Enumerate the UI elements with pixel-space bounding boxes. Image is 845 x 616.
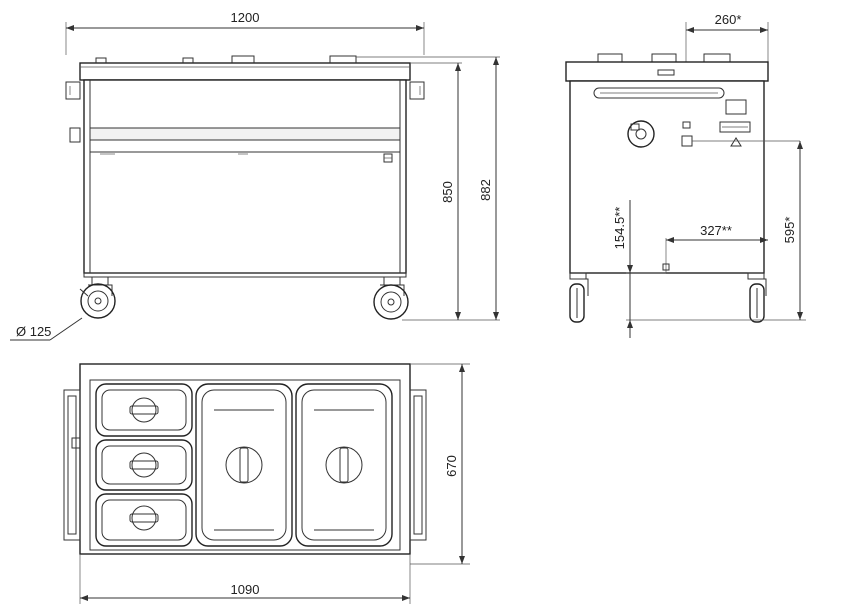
arrow [66, 25, 74, 31]
side-handle-left [65, 81, 81, 100]
front-view: 1200 [10, 10, 500, 341]
top-side-handle-left [63, 389, 81, 541]
top-side-handle-right [409, 389, 427, 541]
large-gastronorm-lid [195, 383, 293, 547]
small-gastronorm-lid [95, 383, 193, 437]
side-view: 260* [565, 12, 806, 338]
side-wheel-right [748, 278, 767, 323]
front-panel-strip [89, 127, 401, 141]
warning-triangle-icon [730, 137, 742, 147]
wheel-leader [49, 317, 83, 341]
dim-label-670: 670 [444, 455, 459, 477]
dim-label-260: 260* [715, 12, 742, 27]
side-wheel-left [569, 278, 589, 323]
dim-label-327: 327** [700, 223, 732, 238]
dim-label-1200: 1200 [231, 10, 260, 25]
side-counter-top [565, 61, 769, 82]
thermostat-dial-icon [627, 120, 655, 148]
lid-handle [651, 53, 677, 62]
rating-plate [719, 121, 751, 133]
front-wheel-right [373, 276, 409, 320]
lid-handle [597, 53, 623, 62]
small-gastronorm-lid [95, 493, 193, 547]
side-cabinet-body [569, 80, 765, 274]
dim-label-850: 850 [440, 181, 455, 203]
front-wheel-left [79, 276, 116, 319]
lid-handle [703, 53, 731, 62]
dim-label-154: 154.5** [612, 207, 627, 250]
arrow [416, 25, 424, 31]
dim-label-882: 882 [478, 179, 493, 201]
label-plate [725, 99, 747, 115]
power-switch [69, 127, 81, 143]
lid-handle [329, 55, 357, 63]
dim-label-wheel: Ø 125 [16, 324, 51, 339]
drain-tap [662, 263, 670, 271]
dim-label-1090: 1090 [231, 582, 260, 597]
lid-handle [231, 55, 255, 63]
counter-top [79, 62, 411, 81]
cabinet-body [83, 79, 407, 274]
small-gastronorm-lid [95, 439, 193, 491]
side-handle-right [409, 81, 425, 100]
lid-handle [95, 57, 107, 63]
lid-handle [182, 57, 194, 63]
large-gastronorm-lid [295, 383, 393, 547]
side-push-bar [593, 87, 725, 99]
top-view: 670 1090 [63, 363, 470, 604]
dim-label-595: 595* [782, 217, 797, 244]
